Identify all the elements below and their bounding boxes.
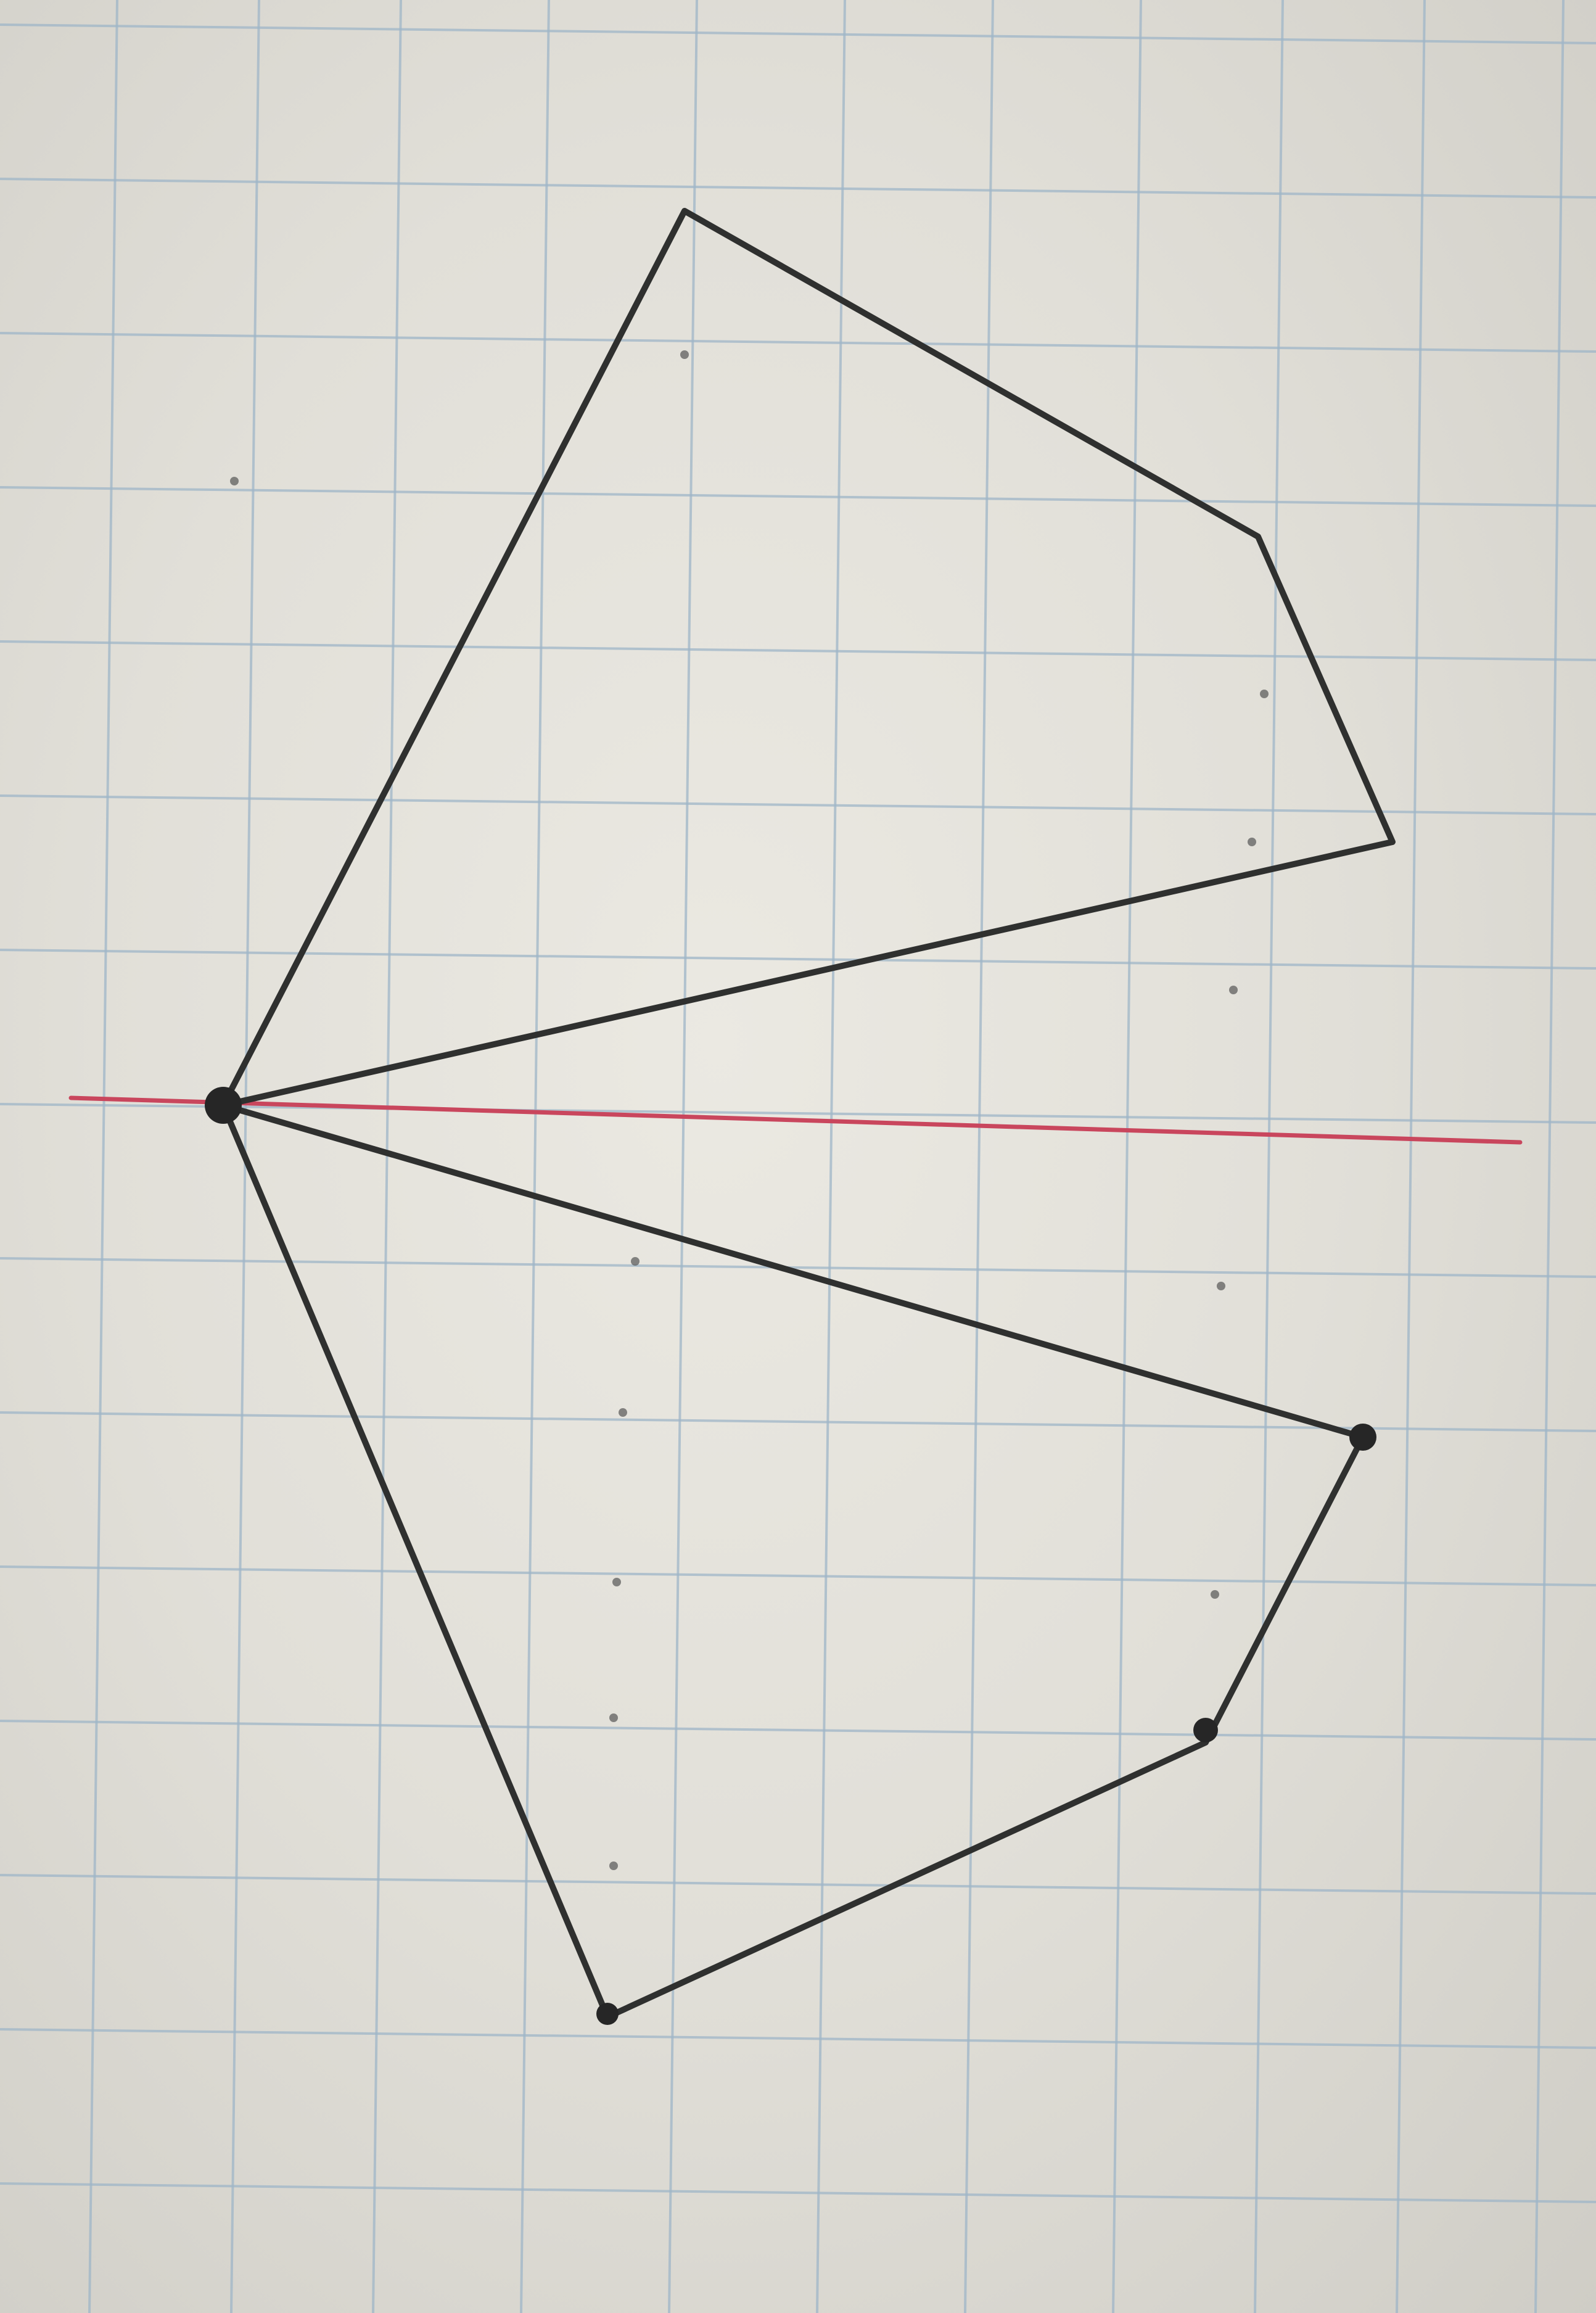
grid-vertical-line	[964, 0, 994, 2313]
paper-mark	[1229, 986, 1238, 994]
grid-horizontal-line	[0, 1720, 1596, 1741]
upper-shape	[220, 208, 1396, 1108]
grid-horizontal-line	[0, 1565, 1596, 1586]
red-axis-line	[68, 1095, 1523, 1145]
vertex-dot	[1349, 1424, 1376, 1451]
grid-horizontal-line	[0, 486, 1596, 507]
grid-horizontal-line	[0, 2182, 1596, 2203]
grid-horizontal-line	[0, 1103, 1596, 1124]
grid-horizontal-line	[0, 178, 1596, 199]
grid-horizontal-line	[0, 2028, 1596, 2049]
grid-vertical-line	[1534, 0, 1565, 2313]
paper-mark	[680, 350, 689, 359]
paper-mark	[609, 1862, 618, 1870]
grid-horizontal-line	[0, 794, 1596, 815]
grid-vertical-line	[816, 0, 846, 2313]
grid-vertical-line	[1254, 0, 1284, 2313]
paper-mark	[1217, 1282, 1225, 1290]
grid-vertical-line	[1396, 0, 1426, 2313]
paper-mark	[1211, 1590, 1219, 1599]
paper-mark	[609, 1713, 618, 1722]
grid-vertical-line	[372, 0, 402, 2313]
grid-horizontal-line	[0, 23, 1596, 44]
paper-mark	[230, 477, 239, 485]
paper-mark	[1248, 838, 1256, 846]
vertex-dot	[596, 2003, 619, 2025]
grid-vertical-line	[668, 0, 698, 2313]
grid-horizontal-line	[0, 332, 1596, 353]
grid-horizontal-line	[0, 640, 1596, 661]
vertex-dot	[1193, 1718, 1218, 1742]
grid-horizontal-line	[0, 1874, 1596, 1895]
paper-mark	[1260, 690, 1269, 698]
grid-horizontal-line	[0, 1257, 1596, 1278]
paper-mark	[612, 1578, 621, 1586]
grid-horizontal-line	[0, 949, 1596, 970]
vertex-dot	[205, 1087, 242, 1124]
grid-vertical-line	[1112, 0, 1142, 2313]
grid-vertical-line	[520, 0, 550, 2313]
paper-mark	[631, 1257, 640, 1266]
paper-mark	[619, 1408, 627, 1417]
grid-vertical-line	[88, 0, 118, 2313]
